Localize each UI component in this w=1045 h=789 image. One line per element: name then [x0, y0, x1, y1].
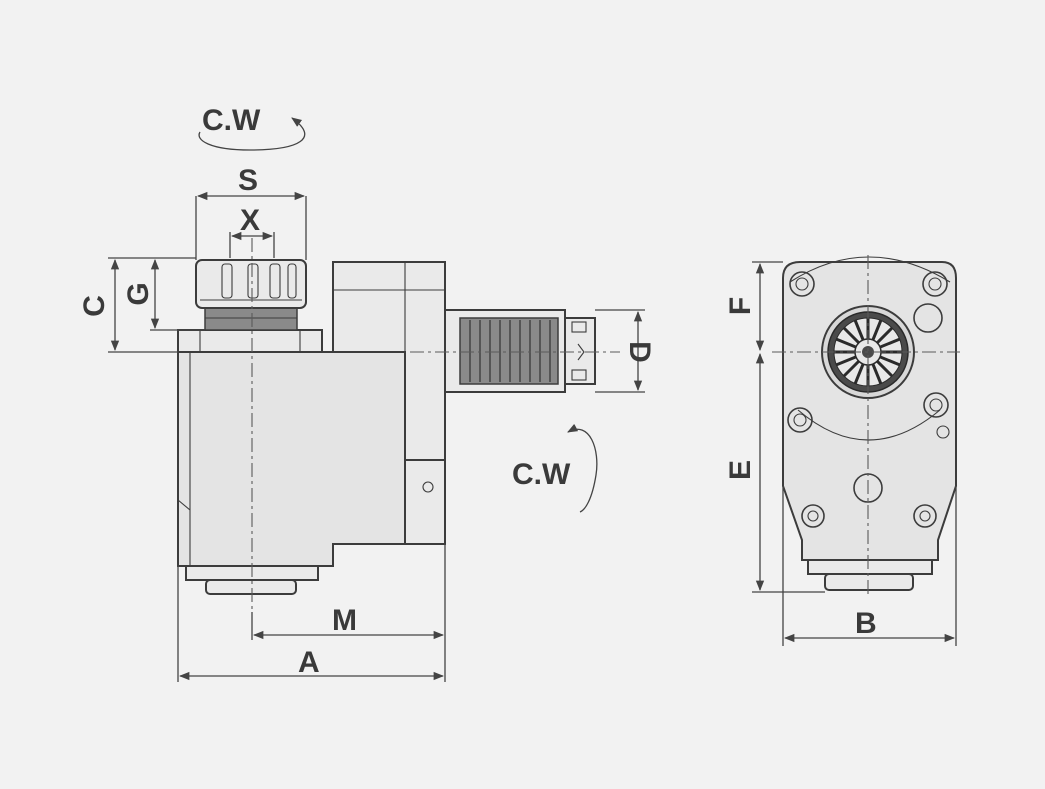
label-c: C — [78, 295, 111, 317]
label-f: F — [724, 297, 757, 315]
side-view — [177, 238, 620, 612]
dimensions-front — [752, 261, 957, 646]
housing-bolt — [422, 481, 434, 493]
label-m: M — [332, 604, 357, 637]
spindle-neck — [204, 307, 298, 331]
label-cw-top: C.W — [202, 104, 261, 137]
label-d: D — [623, 341, 656, 363]
main-body — [177, 351, 406, 567]
shaft-end-coupling — [564, 317, 596, 385]
label-cw-right: C.W — [512, 458, 571, 491]
collet-nut — [195, 259, 307, 309]
front-bottom-flange — [807, 559, 933, 575]
front-view — [772, 255, 960, 598]
label-x: X — [240, 204, 260, 237]
label-b: B — [855, 607, 877, 640]
housing-lower-block — [404, 459, 446, 545]
rotation-arrow-top — [198, 117, 306, 151]
bottom-spigot — [205, 579, 297, 595]
mounting-holes — [787, 271, 950, 528]
shaft-splines — [459, 317, 559, 385]
label-a: A — [298, 646, 320, 679]
front-bottom-spigot — [824, 573, 914, 591]
rotation-arrow-right — [567, 423, 598, 513]
label-g: G — [122, 282, 155, 305]
dimensions-side — [108, 191, 645, 682]
label-s: S — [238, 164, 258, 197]
label-e: E — [724, 460, 757, 480]
